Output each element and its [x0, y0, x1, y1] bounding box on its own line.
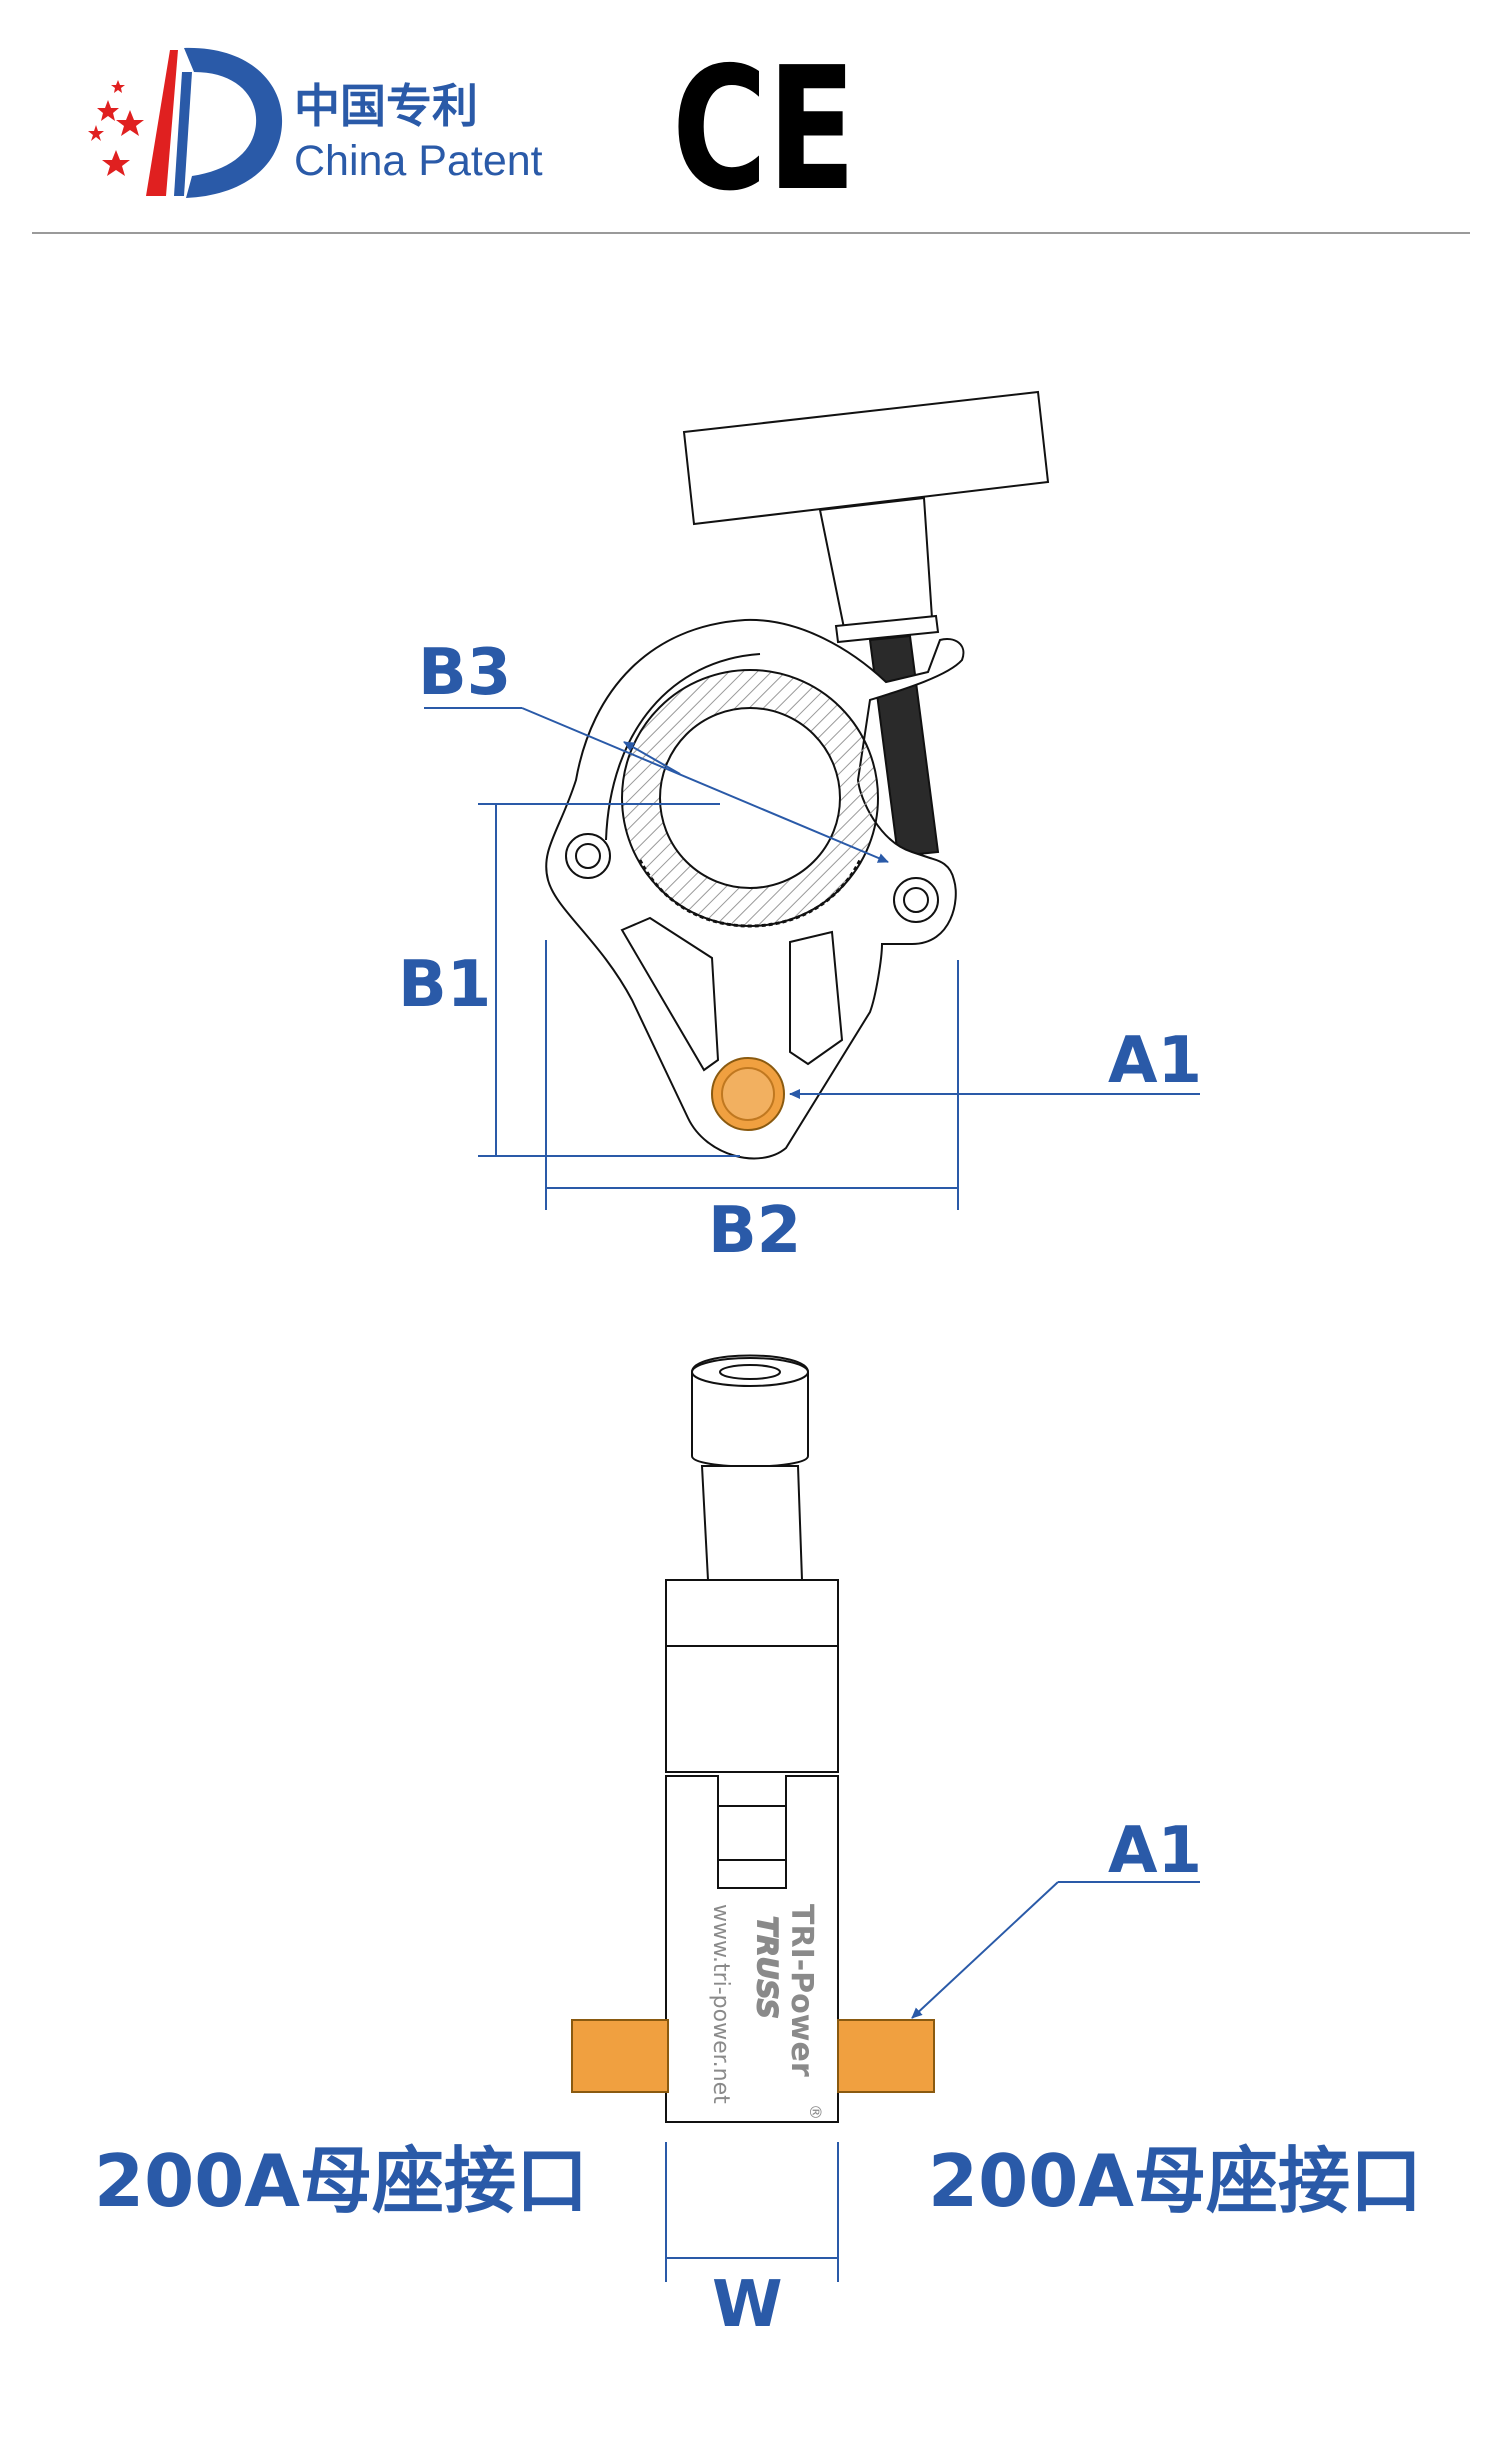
brand-registered: ® — [806, 2104, 825, 2120]
t-handle-bar — [682, 390, 1050, 526]
cutout-right — [789, 930, 844, 1066]
brand-watermark: TRI-Power TRUSS www.tri-power.net ® — [708, 1904, 825, 2120]
label-a1-front: A1 — [1108, 1814, 1202, 1888]
t-handle-neck — [818, 496, 934, 630]
brand-sub: TRUSS — [751, 1916, 784, 2019]
patent-label-cn: 中国专利 — [294, 79, 478, 133]
upper-block-body — [665, 1645, 839, 1773]
star-icon — [88, 125, 104, 141]
label-connector-left: 200A母座接口 — [94, 2139, 588, 2223]
brand-name: TRI-Power — [784, 1904, 819, 2077]
connector-a1-top-inner — [721, 1067, 775, 1121]
star-icon — [111, 80, 125, 93]
front-view-dimensions: A1 W 200A母座接口 200A母座接口 — [94, 1814, 1422, 2342]
label-connector-right: 200A母座接口 — [928, 2139, 1422, 2223]
lower-block — [665, 1775, 839, 2123]
t-handle-collar — [834, 614, 940, 644]
label-b3: B3 — [418, 636, 511, 710]
top-view-dimensions: B3 B1 B2 A1 — [398, 636, 1202, 1268]
knob-neck — [700, 1465, 804, 1581]
brand-website: www.tri-power.net — [708, 1904, 733, 2104]
label-b1: B1 — [398, 948, 491, 1022]
patent-mark-stem — [174, 72, 192, 196]
knob-hole — [719, 1364, 781, 1380]
tube-bore — [659, 707, 841, 889]
connector-left — [571, 2019, 669, 2093]
connector-right — [837, 2019, 935, 2093]
slot-nut — [717, 1805, 787, 1889]
ce-mark: CE — [672, 31, 856, 229]
tube-knurl — [638, 859, 862, 928]
pivot-right-inner — [903, 887, 929, 913]
clamp-front-view — [571, 1354, 935, 2123]
pivot-left-inner — [575, 843, 601, 869]
star-icon — [97, 100, 119, 121]
star-icon — [102, 150, 130, 176]
a1-front-leader — [911, 1881, 1059, 2019]
patent-mark-red — [146, 50, 178, 196]
china-patent-logo: 中国专利 China Patent — [88, 47, 543, 199]
patent-mark-blue — [184, 47, 283, 199]
clamp-top-view — [545, 390, 1050, 1160]
label-b2: B2 — [708, 1194, 801, 1268]
star-icon — [116, 110, 144, 136]
label-w: W — [712, 2268, 783, 2342]
upper-block — [665, 1579, 839, 1647]
b3-leader-back — [623, 741, 681, 775]
threaded-screw — [868, 634, 940, 858]
b3-leader — [521, 707, 889, 863]
clamp-inner-edge — [605, 653, 761, 841]
cutout-left — [620, 916, 720, 1072]
patent-label-en: China Patent — [294, 137, 543, 185]
label-a1-top: A1 — [1108, 1024, 1202, 1098]
